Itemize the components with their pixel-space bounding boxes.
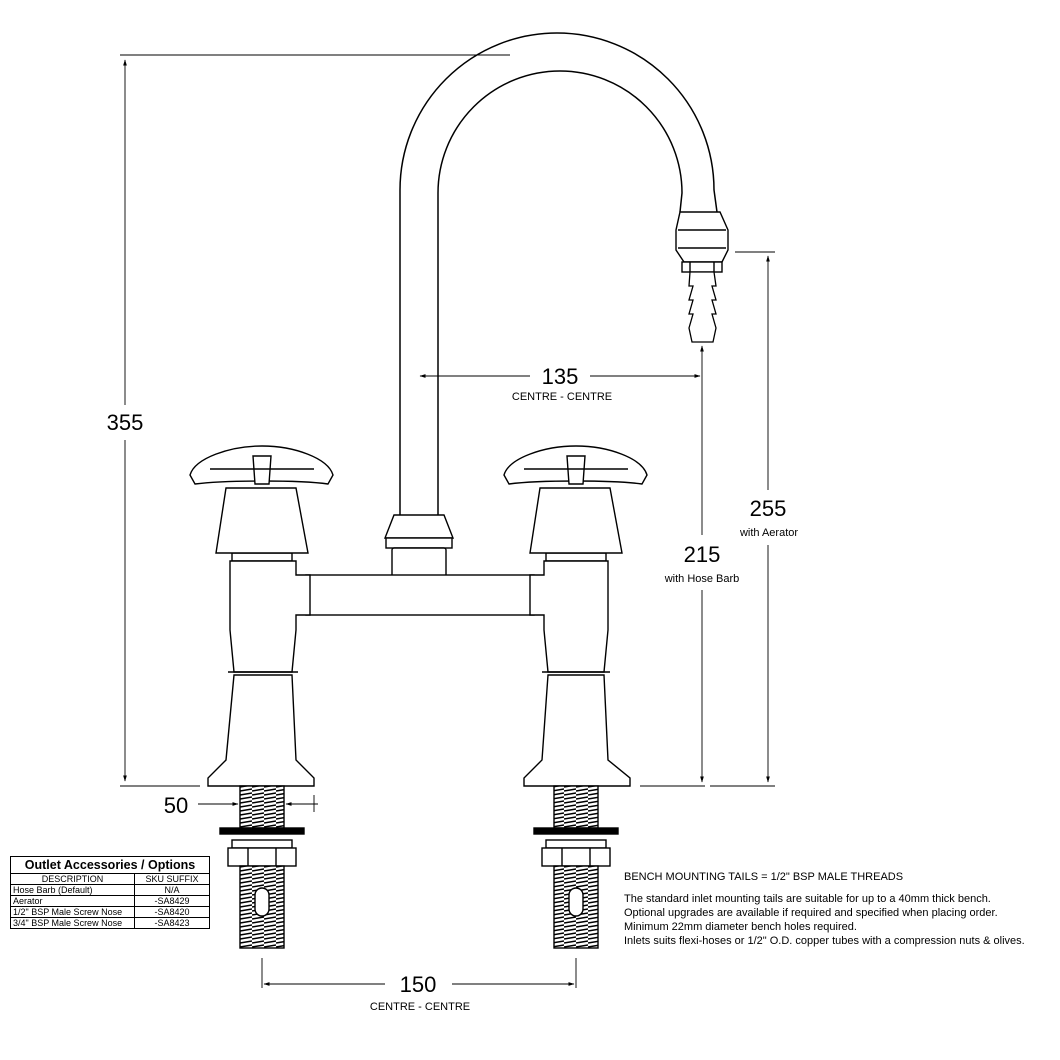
outlet-accessories-table: Outlet Accessories / Options DESCRIPTION… (10, 856, 210, 929)
notes-heading: BENCH MOUNTING TAILS = 1/2" BSP MALE THR… (624, 871, 903, 883)
table-row: Hose Barb (Default) N/A (10, 884, 210, 896)
spout-reach-caption: CENTRE - CENTRE (512, 391, 612, 403)
hose-barb-height-dimension: 215 (684, 542, 721, 567)
row-description: 1/2" BSP Male Screw Nose (10, 906, 135, 918)
aerator-height-dimension: 255 (750, 496, 787, 521)
notes-line: Optional upgrades are available if requi… (624, 907, 998, 919)
notes-line: Inlets suits flexi-hoses or 1/2" O.D. co… (624, 935, 1025, 947)
overall-height-dimension: 355 (107, 410, 144, 435)
row-sku-suffix: N/A (134, 884, 210, 896)
notes-line: Minimum 22mm diameter bench holes requir… (624, 921, 857, 933)
right-tap-body (523, 552, 631, 787)
hose-barb (688, 271, 717, 343)
table-row: 3/4" BSP Male Screw Nose -SA8423 (10, 917, 210, 929)
mounting-notes: BENCH MOUNTING TAILS = 1/2" BSP MALE THR… (624, 871, 1025, 947)
left-mounting-tail (219, 785, 305, 949)
row-sku-suffix: -SA8429 (134, 895, 210, 907)
row-description: Hose Barb (Default) (10, 884, 135, 896)
gooseneck-spout (399, 32, 718, 515)
table-row: Aerator -SA8429 (10, 895, 210, 907)
row-sku-suffix: -SA8420 (134, 906, 210, 918)
table-title: Outlet Accessories / Options (10, 856, 210, 874)
row-sku-suffix: -SA8423 (134, 917, 210, 929)
left-tap-body (207, 552, 315, 787)
right-mounting-tail (533, 785, 619, 949)
left-cross-head-handle (189, 445, 334, 554)
row-description: 3/4" BSP Male Screw Nose (10, 917, 135, 929)
tail-centres-dimension: 150 (400, 972, 437, 997)
column-header-sku-suffix: SKU SUFFIX (134, 873, 210, 885)
tail-centres-caption: CENTRE - CENTRE (370, 1001, 470, 1013)
notes-line: The standard inlet mounting tails are su… (624, 893, 991, 905)
bridge-bar (305, 574, 535, 616)
dimension-lines (120, 54, 775, 988)
table-row: 1/2" BSP Male Screw Nose -SA8420 (10, 906, 210, 918)
spout-outlet-nozzle (675, 211, 729, 273)
hose-barb-height-caption: with Hose Barb (664, 573, 740, 585)
spout-reach-dimension: 135 (542, 364, 579, 389)
tail-width-dimension: 50 (164, 793, 188, 818)
column-header-description: DESCRIPTION (10, 873, 135, 885)
aerator-height-caption: with Aerator (739, 527, 798, 539)
row-description: Aerator (10, 895, 135, 907)
right-cross-head-handle (503, 445, 648, 554)
